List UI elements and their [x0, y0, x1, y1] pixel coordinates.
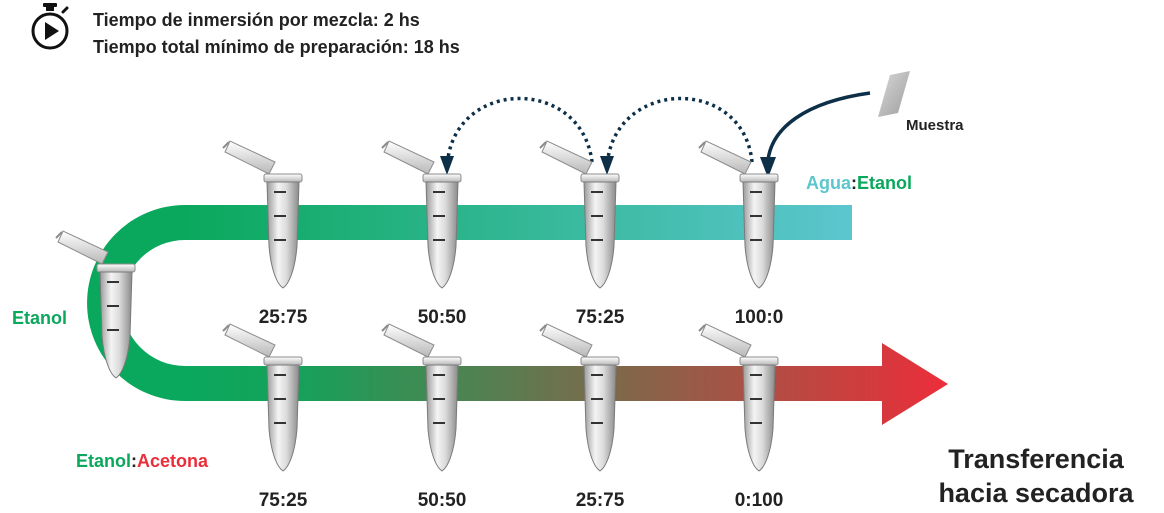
top-ratio-label: 25:75 [259, 307, 308, 328]
bottom-mixture-label: Etanol:Acetona [76, 451, 209, 471]
total-time-text: Tiempo total mínimo de preparación: 18 h… [93, 37, 460, 57]
ethanol-label: Etanol [857, 173, 912, 193]
tube-bottom-50-50-icon [381, 323, 462, 472]
sample-entry-arrow [766, 91, 871, 161]
top-band [185, 205, 852, 240]
top-ratio-label: 75:25 [576, 307, 625, 328]
tube-top-100-0-icon [698, 140, 779, 289]
bottom-ratio-label: 0:100 [735, 490, 784, 511]
immersion-time-text: Tiempo de inmersión por mezcla: 2 hs [93, 10, 420, 30]
sample-slide-icon [878, 71, 910, 117]
bottom-ratio-labels: 75:25 50:50 25:75 0:100 [259, 490, 784, 511]
top-ratio-label: 100:0 [735, 307, 784, 328]
top-ratio-label: 50:50 [418, 307, 467, 328]
ratio-separator: : [131, 451, 137, 471]
transfer-arrow-100-to-75 [606, 96, 754, 163]
tube-group [55, 140, 779, 472]
destination-line-2: hacia secadora [938, 478, 1134, 508]
top-mixture-label: Agua:Etanol [806, 173, 912, 193]
bottom-ratio-label: 50:50 [418, 490, 467, 511]
sample-label: Muestra [906, 117, 964, 134]
tube-bottom-0-100-icon [698, 323, 779, 472]
water-label: Agua [806, 173, 852, 193]
bottom-ratio-label: 25:75 [576, 490, 625, 511]
tube-top-75-25-icon [539, 140, 620, 289]
stopwatch-icon [31, 3, 69, 50]
tube-bottom-25-75-icon [539, 323, 620, 472]
bottom-ratio-label: 75:25 [259, 490, 308, 511]
destination-line-1: Transferencia [948, 444, 1125, 474]
transfer-arrow-75-to-50 [446, 96, 594, 163]
tube-top-25-75-icon [222, 140, 303, 289]
ethanol-label: Etanol [76, 451, 131, 471]
tube-bottom-75-25-icon [222, 323, 303, 472]
bottom-flow-arrow [185, 343, 948, 425]
bend-ethanol-label: Etanol [12, 308, 67, 328]
top-ratio-labels: 25:75 50:50 75:25 100:0 [259, 307, 784, 328]
ratio-separator: : [851, 173, 857, 193]
tube-top-50-50-icon [381, 140, 462, 289]
tube-ethanol-icon [55, 230, 136, 379]
acetone-label: Acetona [137, 451, 209, 471]
